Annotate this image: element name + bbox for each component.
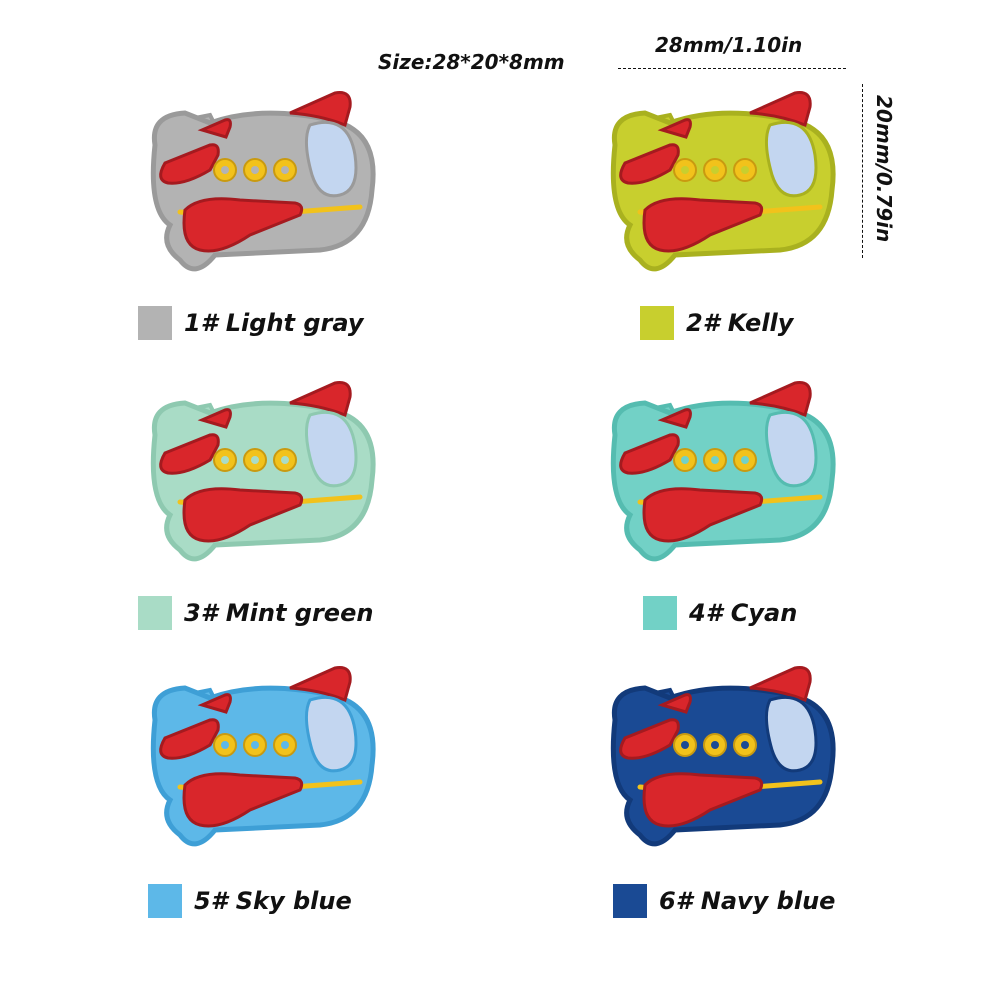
- color-option-1: 1# Light gray: [138, 306, 363, 340]
- color-option-5: 5# Sky blue: [148, 884, 352, 918]
- airplane-illustration: [150, 666, 376, 847]
- color-option-4: 4# Cyan: [643, 596, 797, 630]
- color-swatch: [640, 306, 674, 340]
- color-option-2: 2# Kelly: [640, 306, 793, 340]
- color-label: 2# Kelly: [686, 309, 794, 337]
- product-size-label: Size:28*20*8mm: [378, 50, 565, 74]
- airplane-illustration: [610, 381, 836, 562]
- color-swatch: [138, 306, 172, 340]
- airplane-bead-6: [600, 660, 845, 864]
- height-dimension-line: [862, 84, 863, 258]
- airplane-illustration: [610, 91, 836, 272]
- airplane-bead-4: [600, 375, 845, 579]
- height-dimension-label: 20mm/0.79in: [872, 95, 896, 243]
- airplane-bead-1: [140, 85, 385, 289]
- airplane-bead-3: [140, 375, 385, 579]
- airplane-illustration: [150, 91, 376, 272]
- color-label: 6# Navy blue: [659, 887, 836, 915]
- color-option-6: 6# Navy blue: [613, 884, 835, 918]
- color-label: 5# Sky blue: [194, 887, 352, 915]
- color-swatch: [148, 884, 182, 918]
- width-dimension-label: 28mm/1.10in: [655, 33, 803, 57]
- color-swatch: [138, 596, 172, 630]
- airplane-bead-2: [600, 85, 845, 289]
- color-label: 4# Cyan: [689, 599, 798, 627]
- color-swatch: [643, 596, 677, 630]
- color-label: 1# Light gray: [184, 309, 364, 337]
- airplane-bead-5: [140, 660, 385, 864]
- airplane-illustration: [610, 666, 836, 847]
- width-dimension-line: [618, 68, 846, 69]
- color-swatch: [613, 884, 647, 918]
- color-label: 3# Mint green: [184, 599, 374, 627]
- color-option-3: 3# Mint green: [138, 596, 373, 630]
- airplane-illustration: [150, 381, 376, 562]
